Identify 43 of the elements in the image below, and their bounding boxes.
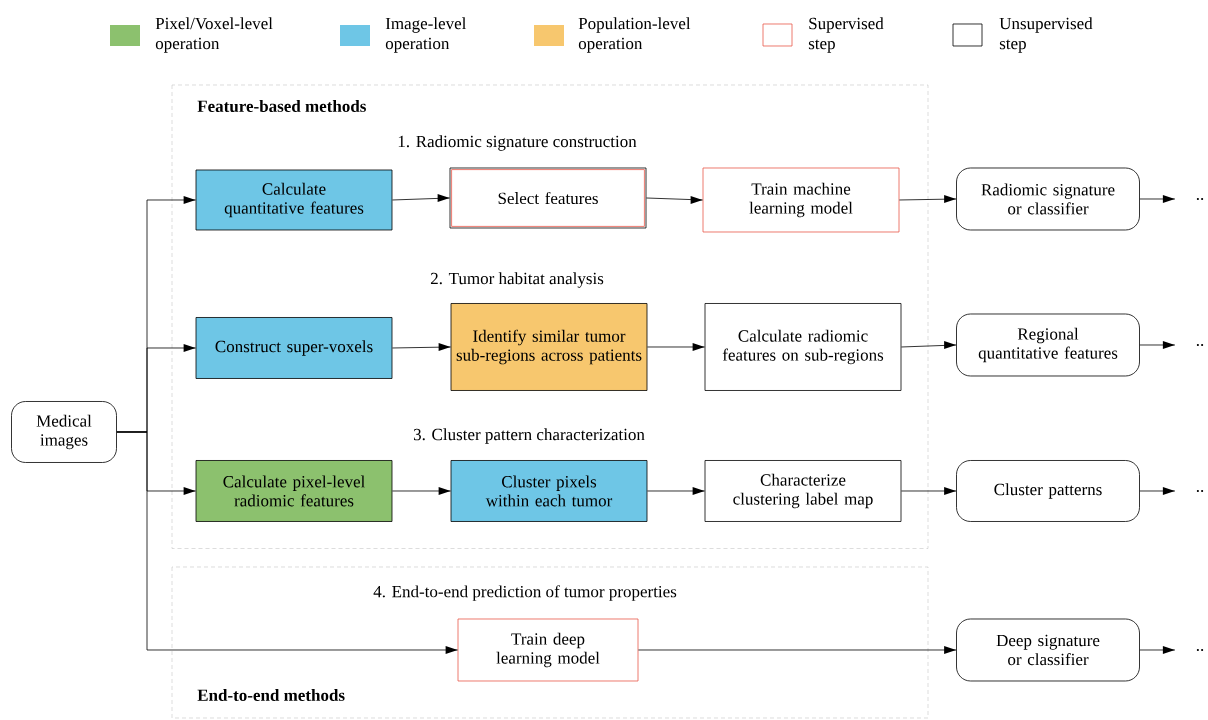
arrow	[1139, 646, 1176, 654]
rounded-box: Regional quantitative features	[956, 313, 1140, 377]
legend-text: Unsupervised step	[999, 17, 1093, 53]
rounded-box: Cluster patterns	[956, 460, 1140, 522]
process-box: Identify similar tumor sub-regions across patients	[450, 303, 648, 391]
process-box: Cluster pixels within each tumor	[450, 460, 648, 522]
arrow	[1139, 195, 1176, 203]
section-heading: 1. Radiomic signature construction	[398, 135, 637, 151]
section-heading: 3. Cluster pattern characterization	[413, 428, 645, 444]
process-box: Calculate quantitative features	[195, 169, 393, 231]
process-box: Calculate pixel-level radiomic features	[195, 460, 393, 522]
arrow	[901, 341, 957, 349]
section-heading: 2. Tumor habitat analysis	[430, 272, 604, 288]
arrow	[647, 343, 705, 351]
arrow	[901, 487, 957, 495]
arrow	[1139, 341, 1176, 349]
arrow	[646, 196, 703, 204]
legend-text: Pixel/Voxel-level operation	[155, 17, 273, 53]
ellipsis: ..	[1196, 649, 1204, 651]
legend-text: Image-level operation	[385, 17, 467, 53]
ellipsis: ..	[1196, 198, 1204, 200]
section-heading: 4. End-to-end prediction of tumor properties	[373, 585, 677, 601]
arrow	[392, 194, 450, 202]
arrow	[1139, 487, 1176, 495]
rounded-box: Radiomic signature or classifier	[956, 167, 1140, 231]
rounded-box: Deep signature or classifier	[956, 618, 1140, 682]
process-box: Construct super-voxels	[195, 317, 393, 379]
ellipsis: ..	[1196, 344, 1204, 346]
legend-text: Supervised step	[808, 17, 884, 53]
arrow	[392, 343, 451, 351]
legend-text: Population-level operation	[578, 17, 691, 53]
arrow	[647, 487, 705, 495]
arrow	[899, 195, 957, 203]
arrow	[638, 646, 957, 654]
ellipsis: ..	[1196, 490, 1204, 492]
arrow	[116, 431, 458, 654]
process-box: Train deep learning model	[457, 618, 639, 682]
rounded-box: Medical images	[11, 401, 117, 463]
process-box: Characterize clustering label map	[704, 460, 902, 522]
process-box: Select features	[449, 167, 647, 229]
process-box: Train machine learning model	[702, 167, 900, 233]
process-box: Calculate radiomic features on sub-regions	[704, 303, 902, 391]
arrow	[392, 487, 451, 495]
